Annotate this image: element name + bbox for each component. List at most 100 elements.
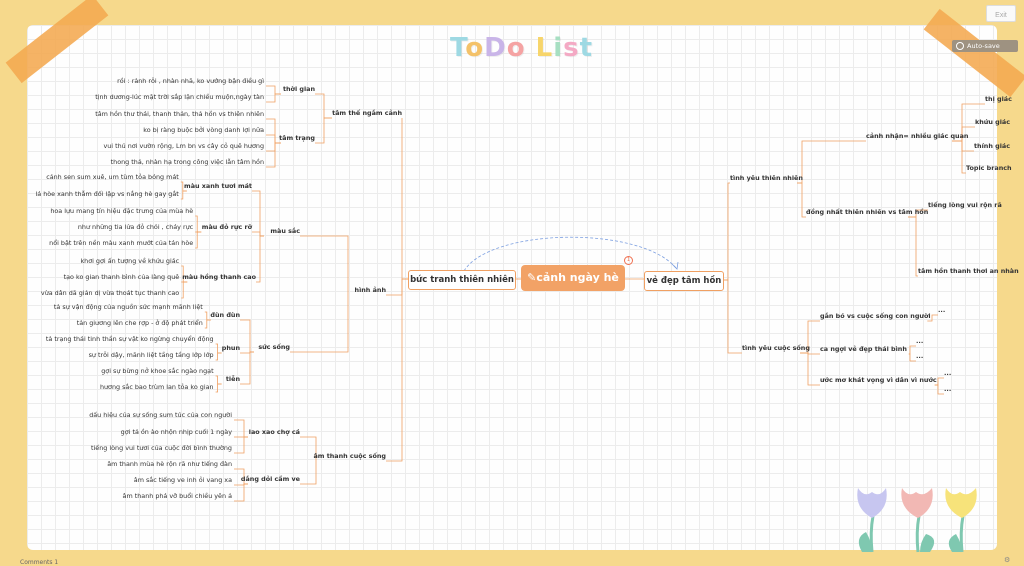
topic-node[interactable]: lá hòe xanh thẫm đối lập vs nắng hè gay …: [35, 189, 179, 198]
topic-node[interactable]: dấu hiệu của sự sống sum túc của con ngư…: [89, 410, 232, 419]
subtopic-node[interactable]: màu đỏ rực rỡ: [201, 222, 252, 231]
subtopic-node[interactable]: ...: [916, 351, 924, 360]
subtopic-node[interactable]: ca ngợi vẻ đẹp thái bình: [820, 344, 907, 353]
subtopic-node[interactable]: màu xanh tươi mát: [184, 181, 252, 190]
topic-node[interactable]: như những tia lửa đỏ chói , cháy rực: [77, 222, 194, 231]
subtopic-node[interactable]: dắng dỏi cầm ve: [240, 474, 300, 483]
subtopic-node[interactable]: ...: [938, 305, 946, 314]
topic-node[interactable]: vui thú nơi vườn rộng, Lm bn vs cây cỏ q…: [103, 141, 264, 150]
subtopic-node[interactable]: sức sống: [258, 342, 290, 351]
connector-line: [215, 375, 222, 385]
subtopic-node[interactable]: màu hồng thanh cao: [182, 272, 256, 281]
main-topic-right[interactable]: vẻ đẹp tâm hồn: [644, 271, 724, 291]
topic-node[interactable]: âm sắc tiếng ve inh ỏi vang xa: [133, 475, 232, 484]
page-title: ToDo List: [450, 33, 593, 63]
exit-button[interactable]: Exit: [986, 5, 1016, 22]
topic-node[interactable]: hương sắc bao trùm lan tỏa ko gian: [99, 382, 214, 391]
subtopic-node[interactable]: tâm thế ngắm cảnh: [332, 108, 402, 117]
topic-node[interactable]: vừa dân dã giản dị vừa thoát tục thanh c…: [40, 288, 180, 297]
subtopic-node[interactable]: đùn đùn: [210, 310, 240, 319]
tulip-decoration: [857, 488, 977, 553]
topic-node[interactable]: tịnh dương-lúc mặt trời sắp lặn chiều mu…: [95, 92, 264, 101]
title-letter: D: [484, 33, 507, 63]
main-topic-left[interactable]: bức tranh thiên nhiên: [408, 270, 516, 290]
topic-node[interactable]: âm thanh phá vỡ buổi chiều yên ả: [122, 491, 232, 500]
topic-node[interactable]: khơi gợi ấn tượng về khứu giác: [80, 256, 180, 265]
topic-node[interactable]: tả sự vận động của nguồn sức mạnh mãnh l…: [53, 302, 203, 311]
connector-line: [722, 182, 730, 281]
topic-node[interactable]: cảnh sen sum xuê, um tùm tỏa bóng mát: [46, 172, 179, 181]
topic-node[interactable]: tạo ko gian thanh bình của làng quê: [63, 272, 180, 281]
connector-line: [256, 235, 264, 283]
topic-node[interactable]: âm thanh mùa hè rộn rã như tiếng đàn: [107, 459, 232, 468]
title-letter: L: [535, 33, 554, 63]
subtopic-node[interactable]: ...: [944, 368, 952, 377]
subtopic-node[interactable]: tâm trạng: [279, 133, 315, 142]
connector-line: [215, 352, 222, 361]
autosave-toggle[interactable]: Auto-save: [952, 40, 1018, 52]
subtopic-node[interactable]: tình yêu cuộc sống: [742, 343, 810, 352]
subtopic-node[interactable]: thị giác: [985, 94, 1012, 103]
subtopic-node[interactable]: ước mơ khát vọng vì dân vì nước: [820, 375, 937, 384]
topic-node[interactable]: tản giương lên che rợp - ở độ phát triển: [76, 318, 203, 327]
topic-node[interactable]: tiếng lòng vui tươi của cuộc đời bình th…: [91, 443, 232, 452]
subtopic-node[interactable]: khứu giác: [975, 117, 1010, 126]
connector-line: [266, 93, 281, 103]
connector-line: [215, 383, 222, 393]
comments-tab[interactable]: Comments 1: [20, 559, 58, 566]
subtopic-node[interactable]: ...: [916, 336, 924, 345]
subtopic-node[interactable]: Topic branch: [966, 163, 1012, 172]
connector-line: [722, 279, 742, 354]
connector-line: [240, 319, 254, 353]
connector-line: [952, 140, 966, 174]
central-topic[interactable]: ✎cảnh ngày hè: [521, 265, 625, 291]
subtopic-node[interactable]: tâm hồn thanh thơi an nhàn: [918, 266, 1019, 275]
connector-line: [195, 215, 202, 233]
topic-node[interactable]: gợi sự bừng nở khoe sắc ngào ngạt: [101, 366, 214, 375]
topic-node[interactable]: gợi tả ồn ào nhộn nhịp cuối 1 ngày: [120, 427, 232, 436]
subtopic-node[interactable]: âm thanh cuộc sống: [313, 451, 387, 460]
connector-line: [234, 419, 248, 438]
connector-line: [290, 295, 349, 353]
relation-arrowhead-icon: [671, 261, 679, 270]
connector-line: [797, 182, 806, 218]
title-letter: t: [579, 33, 594, 63]
subtopic-node[interactable]: ...: [944, 384, 952, 393]
subtopic-node[interactable]: tình yêu thiên nhiên: [730, 173, 803, 182]
connector-line: [908, 353, 916, 362]
subtopic-node[interactable]: lao xao chợ cá: [248, 427, 300, 436]
subtopic-node[interactable]: thời gian: [282, 84, 315, 93]
topic-node[interactable]: rồi : rảnh rỗi , nhàn nhã, ko vướng bận …: [117, 76, 264, 85]
edit-icon: ✎: [527, 271, 537, 284]
subtopic-node[interactable]: phun: [221, 343, 240, 352]
connector-line: [315, 93, 332, 119]
subtopic-node[interactable]: tiếng lòng vui rộn rã: [928, 200, 1002, 209]
relation-arrow: [463, 236, 677, 272]
connector-line: [252, 231, 264, 237]
topic-node[interactable]: thong thả, nhàn hạ trong công việc lẫn t…: [110, 157, 264, 166]
settings-icon[interactable]: ⚙: [1004, 556, 1011, 564]
autosave-icon: [956, 42, 964, 50]
subtopic-node[interactable]: thính giác: [974, 141, 1010, 150]
subtopic-node[interactable]: tiễn: [225, 374, 240, 383]
connector-line: [240, 351, 254, 385]
connector-line: [401, 118, 408, 280]
topic-node[interactable]: hoa lựu mang tín hiệu đặc trưng của mùa …: [50, 206, 194, 215]
title-letter: o: [465, 33, 485, 63]
topic-node[interactable]: nổi bật trên nền màu xanh mướt của tán h…: [49, 238, 194, 247]
subtopic-node[interactable]: gắn bó vs cuộc sống con người: [820, 311, 931, 320]
topic-node[interactable]: ko bị ràng buộc bởi vòng danh lợi nữa: [143, 125, 264, 134]
connector-line: [797, 140, 866, 184]
connector-line: [908, 345, 916, 355]
relation-badge[interactable]: 1: [624, 256, 633, 265]
connector-line: [300, 235, 349, 295]
subtopic-node[interactable]: cảnh nhận= nhiều giác quan: [866, 131, 969, 140]
subtopic-node[interactable]: đồng nhất thiên nhiên vs tâm hồn: [806, 207, 929, 216]
topic-node[interactable]: tâm hồn thư thái, thanh thản, thả hồn vs…: [95, 109, 264, 118]
subtopic-node[interactable]: hình ảnh: [354, 285, 386, 294]
central-topic-label: cảnh ngày hè: [536, 271, 619, 284]
topic-node[interactable]: tả trạng thái tinh thần sự vật ko ngừng …: [45, 334, 214, 343]
title-letter: o: [506, 33, 526, 63]
topic-node[interactable]: sự trỗi dậy, mãnh liệt tầng tầng lớp lớp: [88, 350, 214, 359]
subtopic-node[interactable]: màu sắc: [270, 226, 300, 235]
